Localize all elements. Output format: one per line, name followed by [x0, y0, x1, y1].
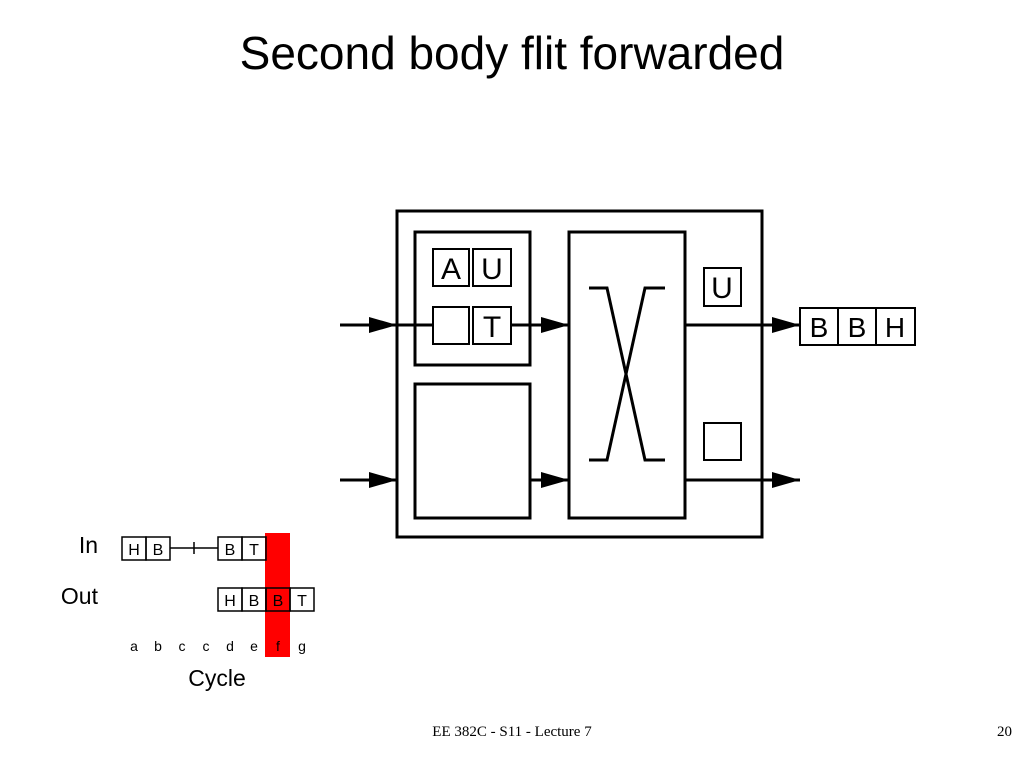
cycle-tick: c — [179, 638, 186, 654]
output-state-1-label: U — [711, 272, 733, 305]
in-flit-h: H — [128, 542, 140, 559]
output-flit-h: H — [885, 312, 905, 343]
slide-title: Second body flit forwarded — [239, 27, 785, 79]
input-buffer-1-top: A U — [432, 248, 512, 287]
out-timeline: H B B T — [217, 587, 315, 612]
buffer-flit-t: T — [483, 311, 501, 344]
output-flit-b1: B — [810, 312, 829, 343]
cycle-tick: b — [154, 638, 162, 654]
footer-course-label: EE 382C - S11 - Lecture 7 — [432, 724, 592, 740]
input-buffer-1-bottom: T — [432, 306, 512, 345]
input-unit-2 — [413, 382, 532, 520]
links — [340, 317, 800, 488]
in-flit-b2: B — [225, 542, 236, 559]
output-state-1 — [703, 267, 742, 307]
cycle-axis: a b c c d e f g — [130, 638, 306, 654]
cycle-tick: g — [298, 638, 306, 654]
buffer-flit-a: A — [441, 253, 461, 286]
in-timeline: H B B T — [121, 536, 267, 561]
out-flit-b1: B — [249, 593, 260, 610]
cycle-tick: d — [226, 638, 234, 654]
buffer-flit-u: U — [481, 253, 503, 286]
cycle-tick: f — [276, 638, 280, 654]
switch-box — [567, 230, 687, 520]
in-flit-b1: B — [153, 542, 164, 559]
out-flit-t: T — [297, 593, 307, 610]
router-box — [395, 209, 764, 539]
in-flit-t: T — [249, 542, 259, 559]
output-flit-b2: B — [848, 312, 867, 343]
output-state-2 — [703, 422, 742, 461]
current-cycle-highlight — [265, 533, 290, 657]
out-flit-h: H — [224, 593, 236, 610]
cycle-tick: a — [130, 638, 138, 654]
in-row-label: In — [79, 532, 98, 558]
cycle-axis-label: Cycle — [188, 665, 246, 691]
crossbar — [589, 286, 665, 462]
page-number: 20 — [997, 724, 1012, 740]
out-row-label: Out — [61, 583, 99, 609]
cycle-tick: e — [250, 638, 258, 654]
input-unit-1 — [413, 230, 532, 367]
cycle-tick: c — [203, 638, 210, 654]
output-link-flits: B B H — [799, 307, 916, 346]
out-flit-b2: B — [273, 593, 284, 610]
